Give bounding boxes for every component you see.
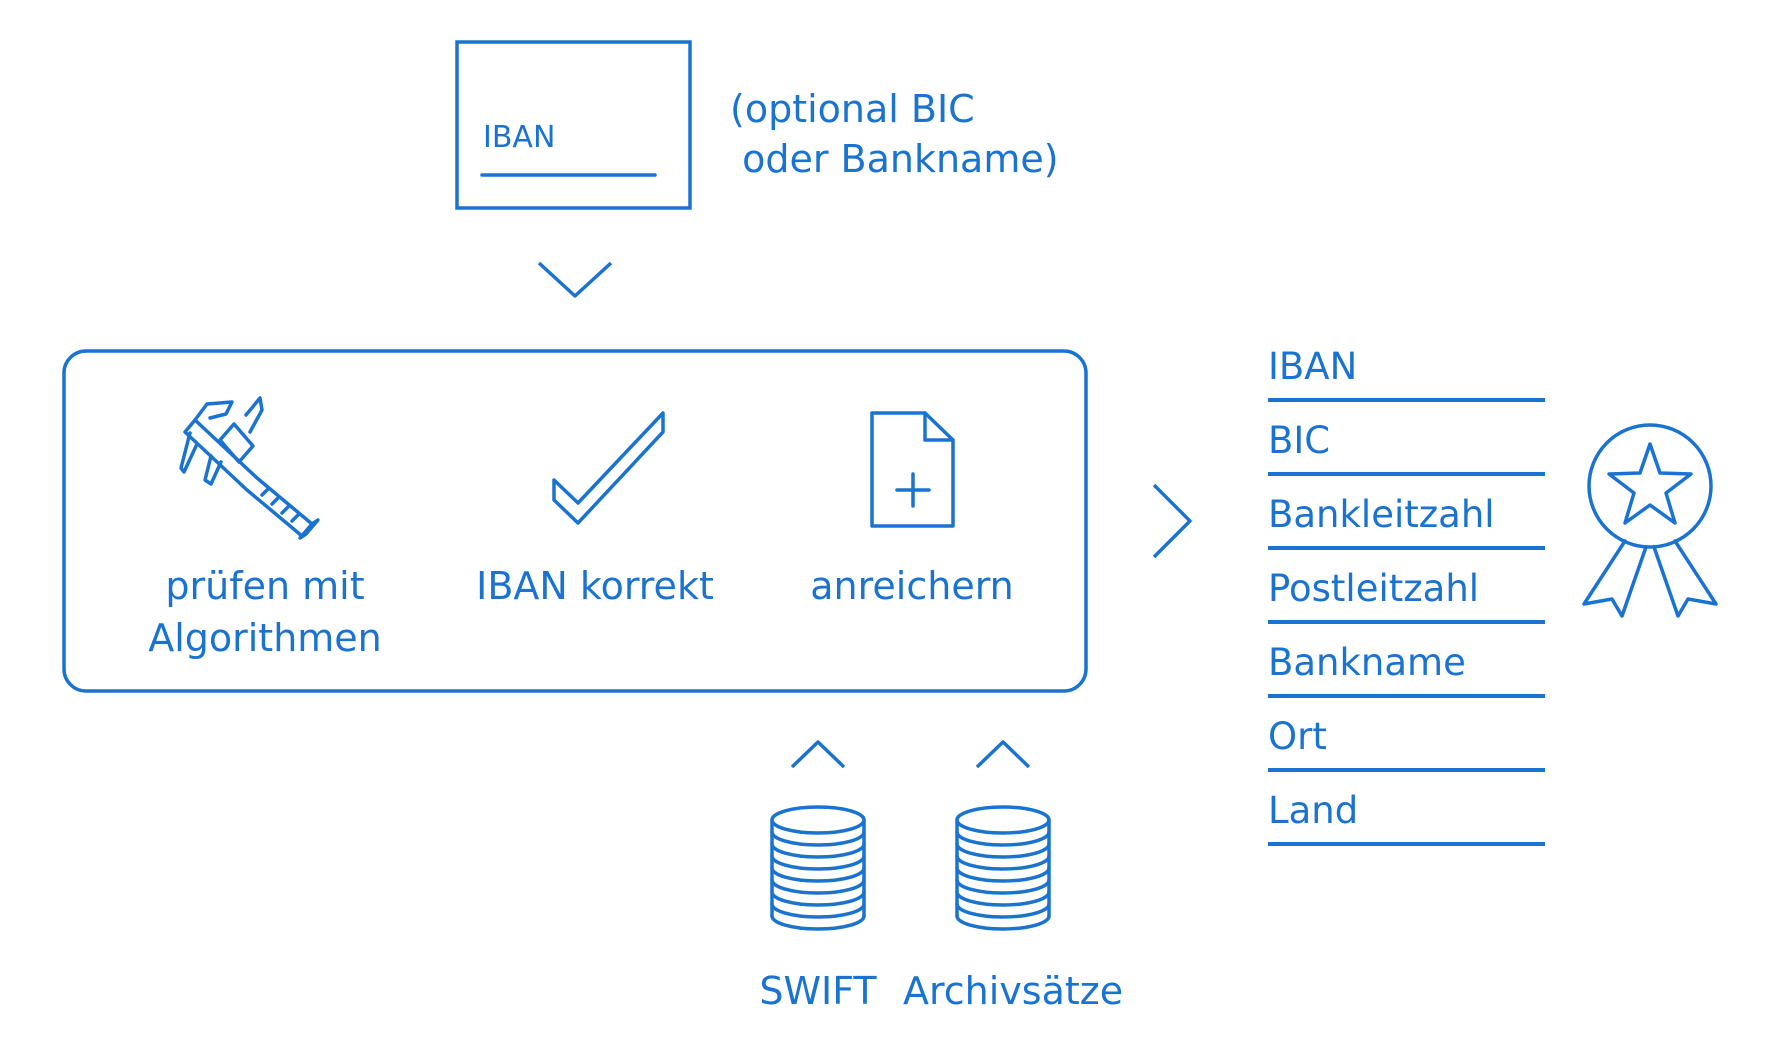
arrow-up-icon	[975, 740, 1031, 769]
document-plus-icon	[870, 411, 955, 528]
output-field-label: BIC	[1268, 419, 1331, 462]
step-label-line: prüfen mit	[165, 564, 365, 608]
database-icon	[770, 805, 866, 931]
arrow-down-icon	[537, 261, 613, 298]
checkmark-icon	[552, 411, 665, 525]
step-label-line: IBAN korrekt	[476, 564, 714, 608]
output-field-label: Land	[1268, 789, 1359, 832]
step-label: anreichern	[762, 560, 1062, 612]
step-label-line: Algorithmen	[148, 616, 382, 660]
input-note: (optional BIC oder Bankname)	[730, 84, 1059, 184]
output-field-label: Ort	[1268, 715, 1327, 758]
source-label: SWIFT	[759, 969, 877, 1013]
step-label: prüfen mit Algorithmen	[115, 560, 415, 664]
output-field-label: Bankname	[1268, 641, 1466, 684]
input-note-line: oder Bankname)	[730, 137, 1059, 181]
database-icon	[955, 805, 1051, 931]
process-box	[62, 349, 1088, 693]
step-label-line: anreichern	[810, 564, 1014, 608]
output-field-label: Postleitzahl	[1268, 567, 1480, 610]
arrow-right-icon	[1152, 483, 1192, 559]
output-field-label: IBAN	[1268, 345, 1358, 388]
step-label: IBAN korrekt	[445, 560, 745, 612]
input-note-line: (optional BIC	[730, 87, 975, 131]
arrow-up-icon	[790, 740, 846, 769]
source-label: Archivsätze	[903, 969, 1124, 1013]
caliper-icon	[179, 396, 320, 540]
input-field-label: IBAN	[483, 120, 556, 155]
output-field-label: Bankleitzahl	[1268, 493, 1495, 536]
iban-input-box	[455, 40, 692, 210]
award-badge-icon	[1582, 423, 1718, 618]
